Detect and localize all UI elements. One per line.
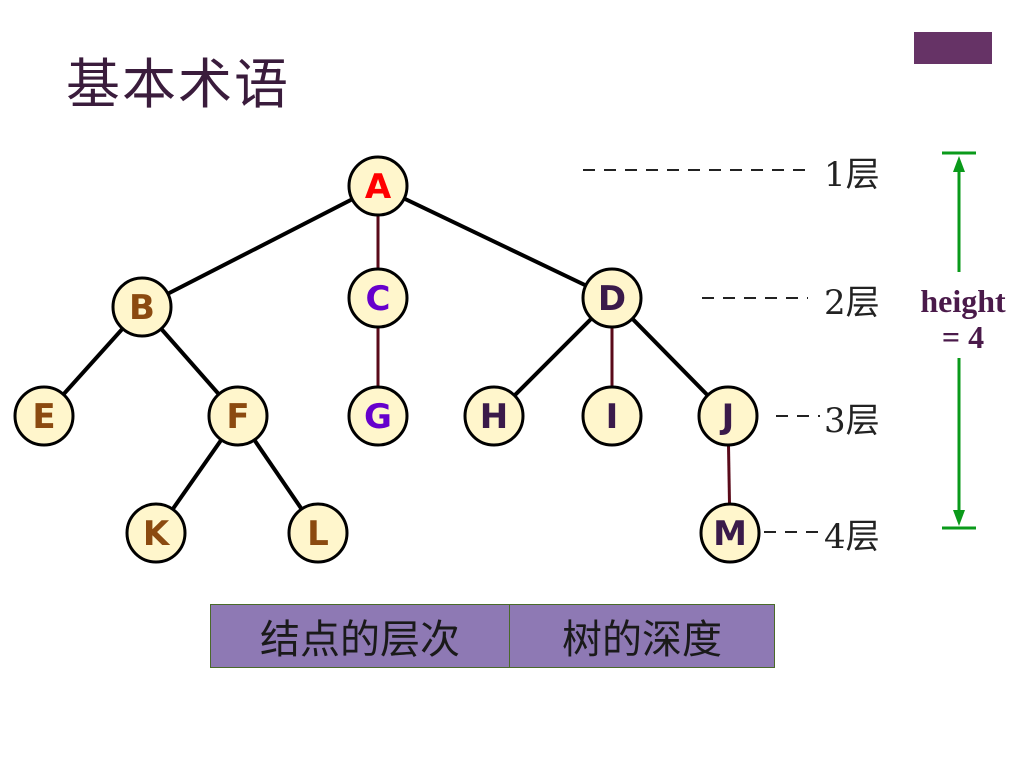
height-bracket [942, 151, 976, 530]
tree-node-F: F [207, 385, 269, 447]
bracket-arrow-down-icon [953, 510, 965, 526]
node-circle [699, 502, 761, 564]
tree-node-B: B [111, 276, 173, 338]
node-label: B [129, 288, 155, 328]
node-circle [697, 385, 759, 447]
node-circle [111, 276, 173, 338]
node-label: J [720, 397, 735, 437]
node-level-button[interactable]: 结点的层次 [210, 604, 510, 668]
tree-node-H: H [463, 385, 525, 447]
height-label-line2: = 4 [942, 319, 984, 355]
edge-A-D [377, 184, 613, 300]
level-label-1: 1层 [824, 155, 880, 195]
term-buttons: 结点的层次 树的深度 [210, 604, 775, 668]
page-title: 基本术语 [66, 53, 290, 116]
tree-node-J: J [697, 385, 759, 447]
node-label: F [226, 397, 249, 437]
node-label: A [365, 167, 392, 207]
node-circle [463, 385, 525, 447]
node-label: L [307, 514, 329, 554]
tree-nodes: A B C D E F G H I J K L M [13, 155, 761, 564]
tree-node-M: M [699, 502, 761, 564]
node-circle [287, 502, 349, 564]
bracket-arrow-up-icon [953, 156, 965, 172]
node-circle [13, 385, 75, 447]
node-circle [125, 502, 187, 564]
node-circle [347, 385, 409, 447]
node-label: K [143, 514, 171, 554]
tree-node-K: K [125, 502, 187, 564]
height-label-line1: height [920, 283, 1006, 319]
node-label: M [713, 514, 747, 554]
node-label: I [606, 397, 619, 437]
node-label: D [598, 279, 626, 319]
node-circle [581, 267, 643, 329]
level-guides [583, 169, 820, 533]
node-label: H [480, 397, 508, 437]
level-label-2: 2层 [824, 283, 880, 323]
tree-diagram: 1层 2层 3层 4层 height = 4 A B C D E F G H I J K L M [13, 151, 1006, 564]
level-label-3: 3层 [824, 401, 880, 441]
edge-A-B [141, 184, 379, 309]
level-label-4: 4层 [824, 517, 880, 557]
node-circle [347, 267, 409, 329]
node-circle [207, 385, 269, 447]
node-label: E [32, 397, 55, 437]
tree-depth-button[interactable]: 树的深度 [510, 604, 775, 668]
tree-node-A: A [347, 155, 409, 217]
corner-accent-bar [914, 32, 992, 64]
node-label: G [364, 397, 392, 437]
tree-edges [42, 184, 732, 535]
tree-node-E: E [13, 385, 75, 447]
tree-node-I: I [581, 385, 643, 447]
tree-node-G: G [347, 385, 409, 447]
tree-node-L: L [287, 502, 349, 564]
node-circle [347, 155, 409, 217]
node-label: C [366, 279, 391, 319]
node-circle [581, 385, 643, 447]
tree-node-D: D [581, 267, 643, 329]
tree-node-C: C [347, 267, 409, 329]
